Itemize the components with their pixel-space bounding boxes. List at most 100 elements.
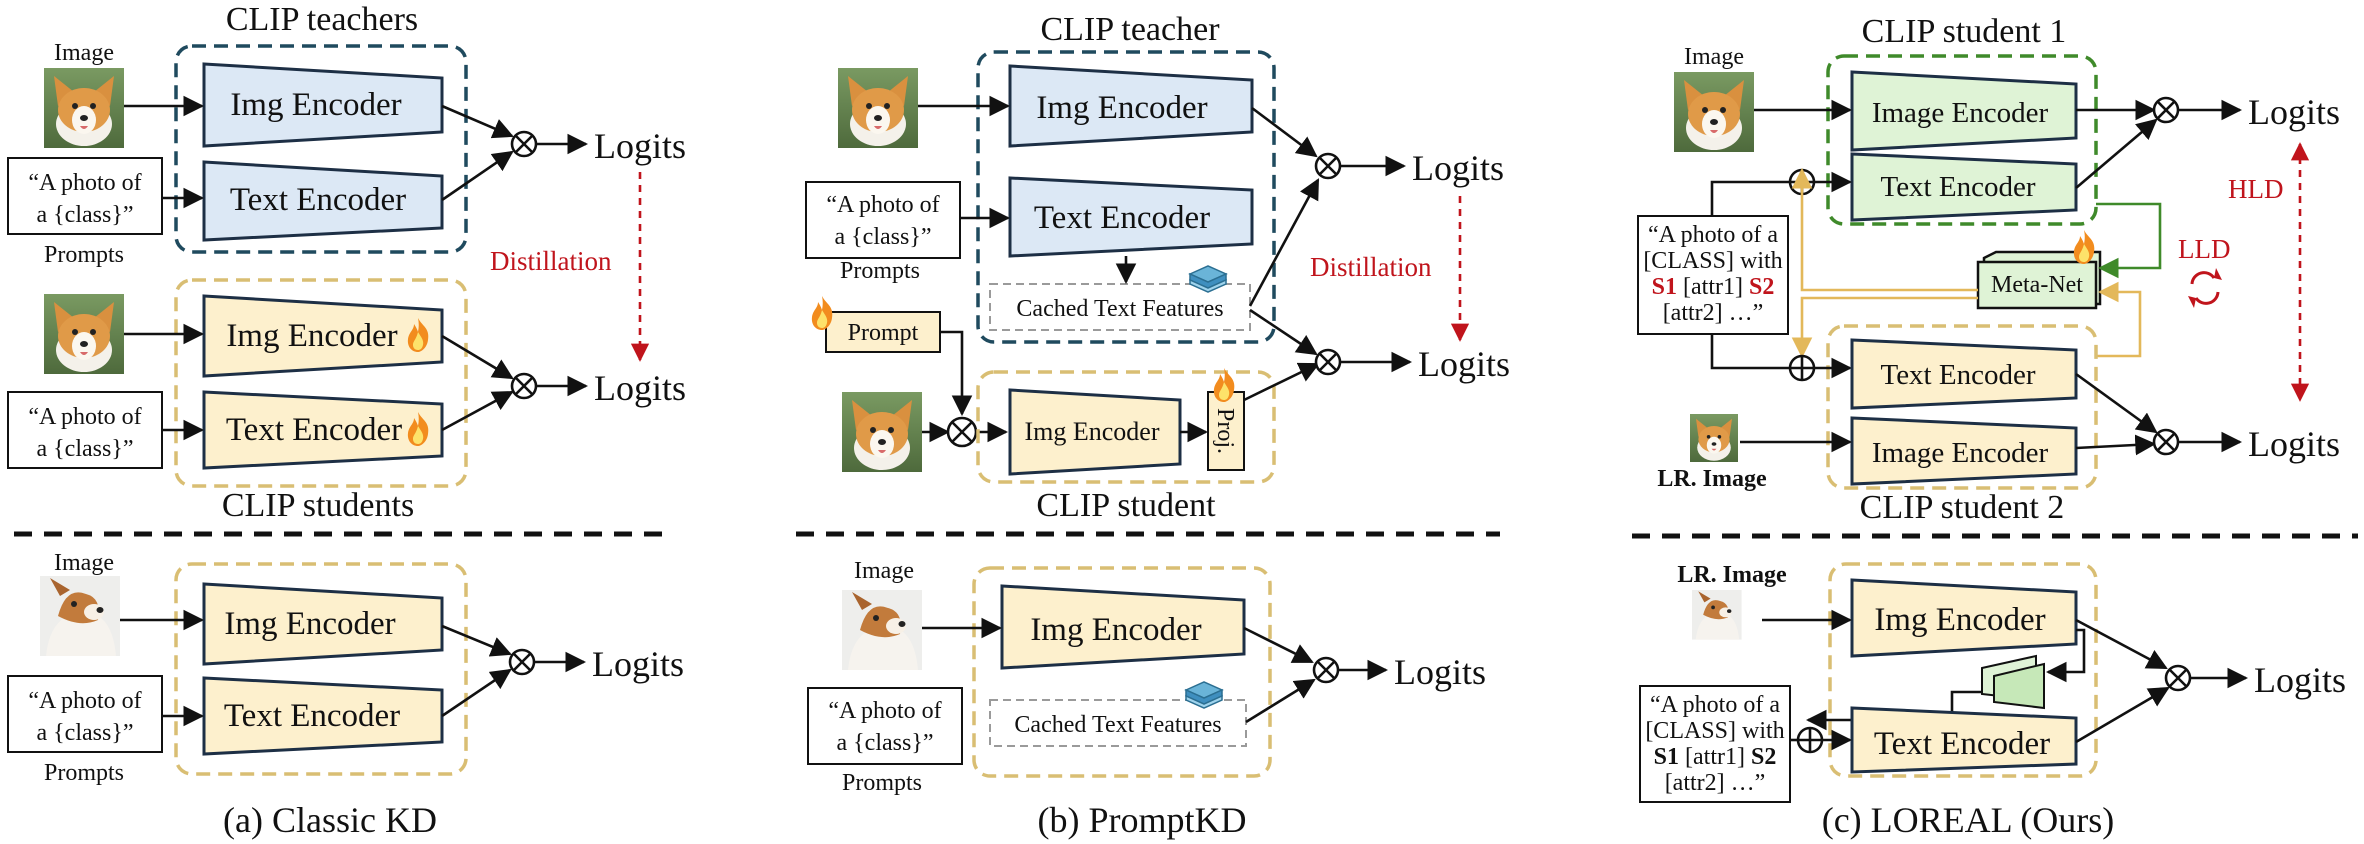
- lr-image-label: LR. Image: [1657, 466, 1767, 492]
- image-label: Image: [1684, 44, 1744, 70]
- cached-text-features-label: Cached Text Features: [1016, 296, 1223, 322]
- deploy-logits: Logits: [2254, 660, 2346, 700]
- meta-net-mini-icon: [1981, 654, 2045, 710]
- student2-logits: Logits: [2248, 424, 2340, 464]
- student1-image-encoder-label: Image Encoder: [1872, 97, 2049, 129]
- deploy-logits: Logits: [1394, 652, 1486, 692]
- img-to-mult-arrow: [441, 624, 512, 657]
- prompt-box: [807, 687, 963, 765]
- prompt-line-2: a {class}”: [37, 436, 134, 462]
- prompt-button: [825, 311, 941, 353]
- student1-text-encoder: [1850, 152, 2078, 222]
- meta-to-plus-top-arrow: [1791, 167, 1978, 292]
- student1-logits: Logits: [2248, 92, 2340, 132]
- student-logits: Logits: [594, 368, 686, 408]
- student-img-encoder: [1008, 388, 1182, 476]
- lld-label: LLD: [2178, 234, 2230, 264]
- distillation-label: Distillation: [1310, 252, 1432, 282]
- student2-to-meta-arrow: [2096, 281, 2142, 358]
- corgi-image: [838, 68, 918, 148]
- meta-to-plus-bottom-arrow: [1791, 296, 1978, 359]
- prompt-line-2: [CLASS] with: [1643, 248, 1782, 274]
- deploy-multiply-node: [1312, 656, 1340, 684]
- proj-label: Proj.: [1212, 408, 1238, 454]
- lld-green-arrow: [2096, 202, 2162, 279]
- meta-net-label: Meta-Net: [1991, 272, 2083, 298]
- prompts-label: Prompts: [44, 760, 124, 786]
- flame-icon: [811, 296, 833, 330]
- teacher-img-encoder: [202, 62, 444, 148]
- prompt-line-3: S1 [attr1] S2: [1652, 274, 1775, 300]
- deploy-img-encoder: [1850, 578, 2078, 658]
- prompt-button-label: Prompt: [848, 320, 919, 346]
- student-img-encoder-label: Img Encoder: [226, 318, 397, 354]
- prompt-line-1: “A photo of: [28, 404, 141, 430]
- student-text-encoder-label: Text Encoder: [226, 412, 402, 448]
- student-logits: Logits: [1418, 344, 1510, 384]
- student-group-box: [976, 370, 1276, 484]
- prompt-line-4: [attr2] …”: [1665, 770, 1766, 796]
- teacher-text-encoder-label: Text Encoder: [230, 182, 406, 218]
- panel-classic-kd: CLIP teachers Image Img Encoder Text Enc…: [7, 1, 686, 840]
- prompt-line-1: “A photo of: [826, 192, 939, 218]
- prompt-box-deploy: [1639, 685, 1791, 803]
- panel-loreal: CLIP student 1 Image Image Encoder Text …: [1632, 13, 2358, 840]
- student2-image-encoder-label: Image Encoder: [1872, 437, 2049, 469]
- img-to-mult-arrow: [2075, 434, 2157, 456]
- deploy-text-encoder-label: Text Encoder: [224, 698, 400, 734]
- image-label-bottom: Image: [54, 550, 114, 576]
- student-multiply-node: [1314, 348, 1342, 376]
- student1-text-encoder-label: Text Encoder: [1881, 171, 2036, 203]
- distillation-label: Distillation: [490, 246, 612, 276]
- student-title: CLIP student: [1036, 487, 1216, 524]
- img-to-mult-arrow: [1251, 106, 1318, 158]
- student1-multiply-node: [2152, 96, 2180, 124]
- teacher-title: CLIP teacher: [1040, 11, 1220, 48]
- img-to-mult-arrow: [2075, 618, 2168, 670]
- img-to-mult-arrow: [441, 334, 514, 380]
- prompt-box-deploy: [7, 675, 163, 753]
- prompts-label: Prompts: [840, 258, 920, 284]
- deploy-group-box: [1828, 562, 2098, 778]
- s2-token: S2: [1749, 274, 1774, 300]
- panel-promptkd: CLIP teacher Img Encoder Text Encoder Ca…: [796, 11, 1510, 840]
- prompts-label: Prompts: [44, 242, 124, 268]
- student-img-encoder-label: Img Encoder: [1024, 417, 1159, 446]
- dog-image: [842, 590, 922, 670]
- deploy-logits: Logits: [592, 644, 684, 684]
- student-text-encoder: [202, 390, 444, 470]
- cycle-arrows-icon: [2188, 268, 2222, 308]
- cache-to-student-mult-arrow: [1249, 308, 1318, 356]
- prompt-line-1: “A photo of a: [1648, 222, 1778, 248]
- students-title: CLIP students: [222, 487, 414, 524]
- text-to-mult-arrow: [2075, 118, 2158, 189]
- prompt-line-2: a {class}”: [37, 720, 134, 746]
- corgi-image: [44, 68, 124, 148]
- caption-a: (a) Classic KD: [223, 800, 437, 840]
- prompt-to-plus-bottom-line: [1710, 334, 1790, 370]
- lr-image-label-bottom: LR. Image: [1677, 562, 1787, 588]
- prompt-box: [1637, 215, 1789, 335]
- student2-title: CLIP student 2: [1860, 489, 2065, 526]
- text-to-mult-arrow: [441, 390, 514, 432]
- prompt-line-1: “A photo of: [828, 698, 941, 724]
- proj-to-mult-arrow: [1243, 362, 1320, 402]
- teacher-multiply-node: [510, 130, 538, 158]
- s1-token: S1: [1652, 274, 1677, 300]
- student1-group-box: [1826, 54, 2098, 226]
- caption-b: (b) PromptKD: [1038, 800, 1247, 840]
- img-to-mult-arrow: [441, 104, 514, 139]
- student2-text-encoder-label: Text Encoder: [1881, 359, 2036, 391]
- teacher-logits: Logits: [594, 126, 686, 166]
- deploy-img-encoder: [1000, 584, 1246, 670]
- prompt-line-2: a {class}”: [837, 730, 934, 756]
- corgi-image-student: [842, 392, 922, 472]
- deploy-img-encoder: [202, 582, 444, 666]
- student2-text-encoder: [1850, 338, 2078, 410]
- deploy-img-encoder-label: Img Encoder: [1030, 612, 1201, 648]
- cached-text-features-label: Cached Text Features: [1014, 712, 1221, 738]
- lr-corgi-image: [1690, 414, 1738, 462]
- image-label-bottom: Image: [854, 558, 914, 584]
- prompt-line-1: “A photo of: [28, 170, 141, 196]
- deploy-group-box: [972, 566, 1272, 778]
